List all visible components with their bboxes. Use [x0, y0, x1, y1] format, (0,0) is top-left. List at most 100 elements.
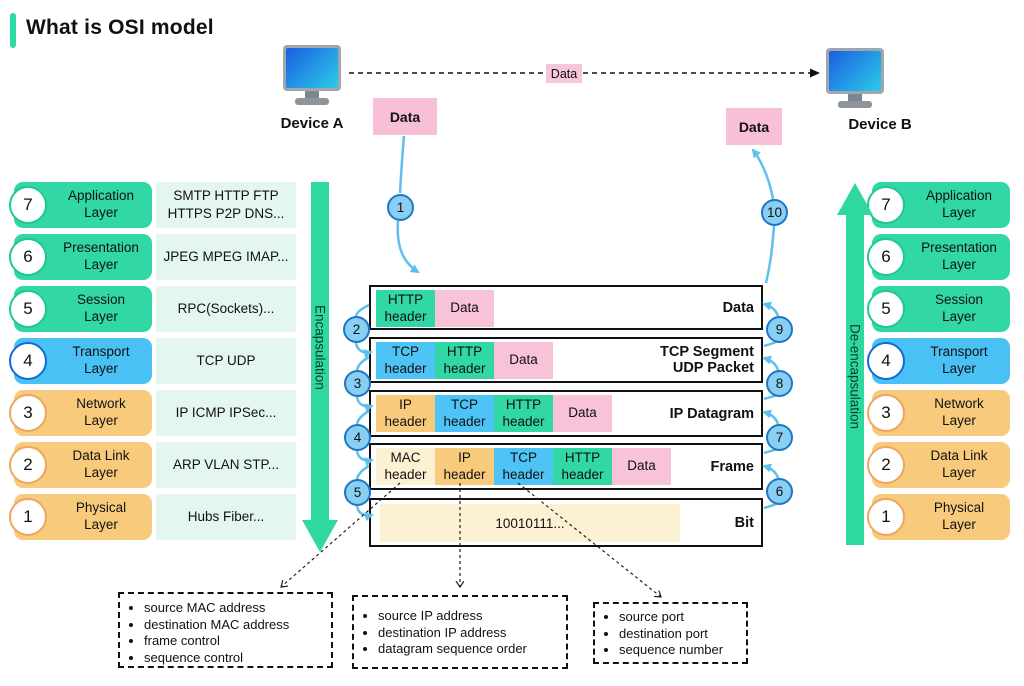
layer-number-badge: 2	[867, 446, 905, 484]
note-item: frame control	[144, 633, 331, 648]
layer-name-line1: Network	[934, 396, 984, 412]
layer-protocols: IP ICMP IPSec...	[156, 390, 296, 436]
stack-row-label: Frame	[710, 458, 754, 475]
flow-step-5: 5	[344, 479, 371, 506]
layer-name-line2: Layer	[84, 361, 118, 376]
layer-protocols: Hubs Fiber...	[156, 494, 296, 540]
layer-number-badge: 3	[9, 394, 47, 432]
monitor-base	[295, 98, 329, 105]
flow-step-1: 1	[387, 194, 414, 221]
layer-protocols: SMTP HTTP FTP HTTPS P2P DNS...	[156, 182, 296, 228]
stack-row-label: Bit	[734, 514, 754, 531]
title-accent-bar	[10, 13, 16, 48]
layer-name-line1: Application	[925, 188, 993, 204]
note-item: datagram sequence order	[378, 641, 566, 656]
encapsulation-arrow-head	[302, 520, 338, 552]
flow-step-3: 3	[344, 370, 371, 397]
note-item: destination MAC address	[144, 617, 331, 632]
flow-step-6: 6	[766, 478, 793, 505]
layer-name-line2: Layer	[84, 465, 118, 480]
tcp-header-cell: TCP header	[494, 448, 553, 485]
layer-protocols: ARP VLAN STP...	[156, 442, 296, 488]
note-item: sequence control	[144, 650, 331, 665]
data-packet-right: Data	[726, 108, 782, 145]
note-box-tcp: source port destination port sequence nu…	[593, 602, 748, 664]
layer-protocols: JPEG MPEG IMAP...	[156, 234, 296, 280]
layer-protocols: TCP UDP	[156, 338, 296, 384]
note-item: source IP address	[378, 608, 566, 623]
note-item: source MAC address	[144, 600, 331, 615]
layer-name-line2: Layer	[942, 257, 976, 272]
monitor-base	[838, 101, 872, 108]
layer-name-line2: Layer	[942, 413, 976, 428]
http-header-cell: HTTP header	[376, 290, 435, 327]
note-list: source IP address destination IP address…	[358, 608, 566, 656]
layer-number-badge: 7	[9, 186, 47, 224]
layer-number-badge: 5	[867, 290, 905, 328]
ip-header-cell: IP header	[435, 448, 494, 485]
note-list: source port destination port sequence nu…	[599, 609, 746, 657]
monitor-screen	[829, 51, 881, 91]
layer-protocols: RPC(Sockets)...	[156, 286, 296, 332]
layer-number-badge: 2	[9, 446, 47, 484]
layer-name-line1: Network	[76, 396, 126, 412]
layer-name-line2: Layer	[84, 309, 118, 324]
layer-name-line2: Layer	[942, 517, 976, 532]
layer-name-line1: Presentation	[921, 240, 997, 256]
note-item: destination IP address	[378, 625, 566, 640]
stack-row-ip-datagram: IP header TCP header HTTP header Data IP…	[369, 390, 763, 437]
tcp-header-cell: TCP header	[376, 342, 435, 379]
stack-row-tcp-segment: TCP header HTTP header Data TCP Segment …	[369, 337, 763, 383]
layer-name-line1: Application	[67, 188, 135, 204]
http-header-cell: HTTP header	[435, 342, 494, 379]
deencapsulation-arrow-shaft	[846, 214, 864, 545]
encapsulation-label: Encapsulation	[312, 304, 328, 390]
layer-name-line1: Session	[76, 292, 126, 308]
http-header-cell: HTTP header	[553, 448, 612, 485]
device-a-label: Device A	[280, 115, 344, 132]
device-b-monitor-icon	[826, 48, 884, 94]
stack-row-data: HTTP header Data Data	[369, 285, 763, 330]
data-label-transmission: Data	[546, 64, 582, 83]
stack-row-frame: MAC header IP header TCP header HTTP hea…	[369, 443, 763, 490]
stack-row-label: Data	[722, 299, 754, 316]
layer-number-badge: 6	[9, 238, 47, 276]
flow-step-2: 2	[343, 316, 370, 343]
flow-step-10: 10	[761, 199, 788, 226]
layer-number-badge: 4	[867, 342, 905, 380]
ip-header-cell: IP header	[376, 395, 435, 432]
data-cell: Data	[612, 448, 671, 485]
deencapsulation-label: De-encapsulation	[847, 323, 863, 430]
layer-name-line2: Layer	[84, 413, 118, 428]
flow-step-9: 9	[766, 316, 793, 343]
layer-number-badge: 1	[9, 498, 47, 536]
encapsulation-arrow-shaft	[311, 182, 329, 520]
